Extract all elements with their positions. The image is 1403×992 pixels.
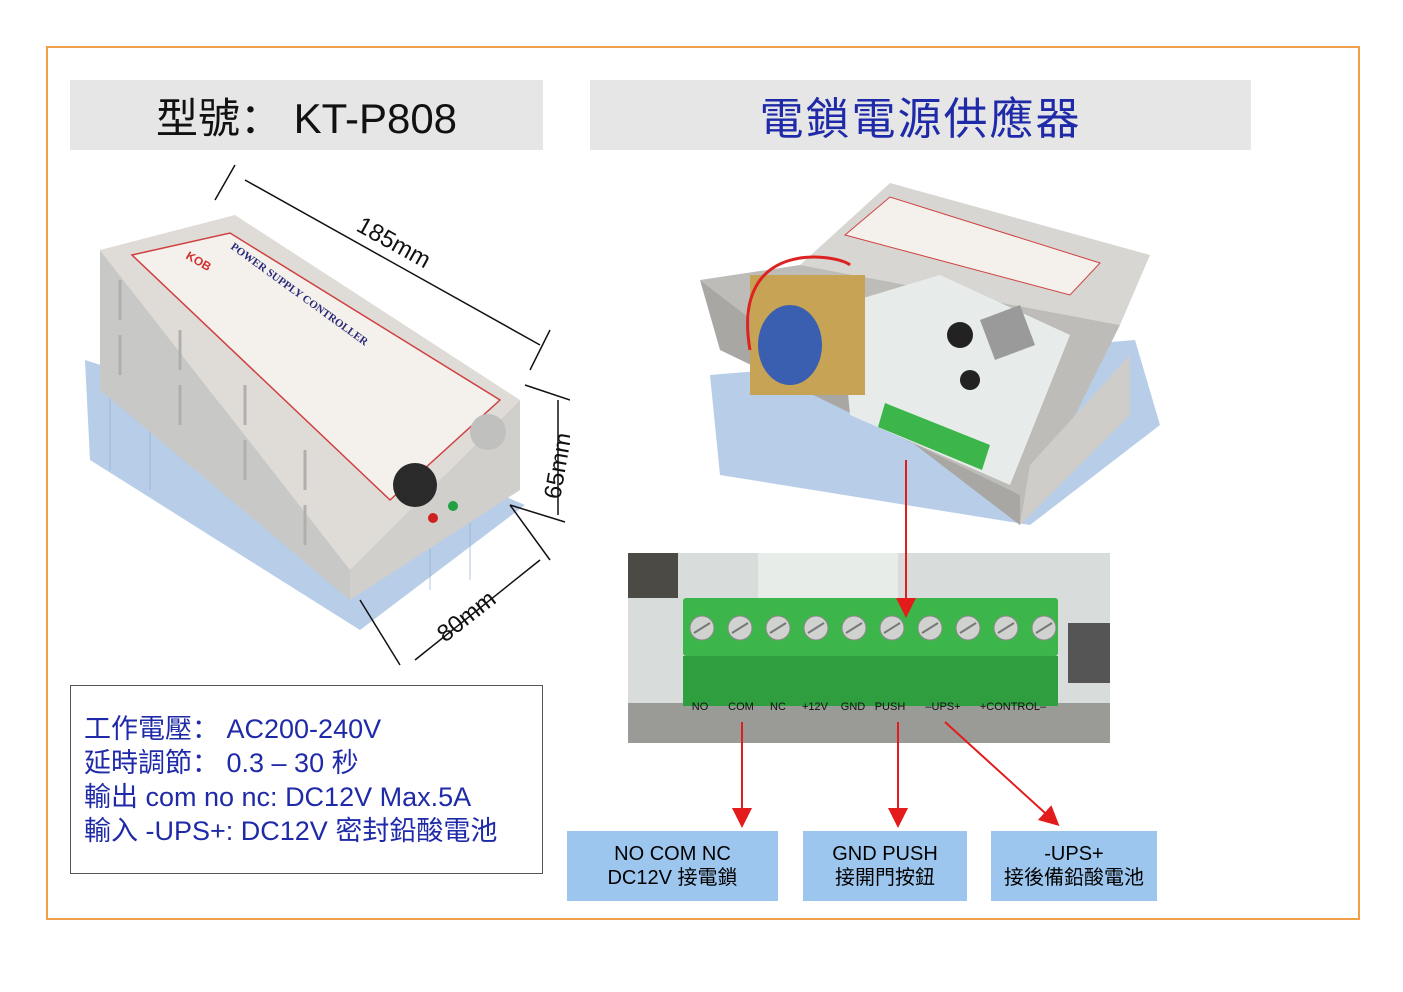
screw-slot (959, 622, 977, 634)
terminal-label: NO (692, 701, 709, 713)
terminal-label: NC (770, 701, 786, 713)
spec-output: 輸出 com no nc: DC12V Max.5A (84, 782, 472, 812)
dimension-height: 65mm (539, 431, 570, 501)
dimension-length: 185mm (352, 212, 435, 274)
spec-input: 輸入 -UPS+: DC12V 密封鉛酸電池 (84, 816, 498, 846)
product-title: 電鎖電源供應器 (590, 80, 1251, 150)
screw-slot (807, 622, 825, 634)
screw-slot (731, 622, 749, 634)
screw-slot (997, 622, 1015, 634)
terminal-label: +CONTROL– (980, 701, 1047, 713)
callout-push: GND PUSH 接開門按鈕 (803, 831, 967, 901)
callout-push-line2: 接開門按鈕 (835, 867, 935, 889)
callout-ups-line2: 接後備鉛酸電池 (1004, 867, 1144, 889)
enclosure-photo: POWER SUPPLY CONTROLLER KOB 185mm 65mm 8… (85, 164, 570, 666)
screw-slot (883, 622, 901, 634)
open-enclosure-photo (700, 183, 1160, 525)
screw-slot (845, 622, 863, 634)
callout-lock-line2: DC12V 接電鎖 (607, 867, 738, 889)
callout-lock-line1: NO COM NC (614, 843, 731, 865)
spec-delay: 延時調節： 0.3 – 30 秒 (84, 748, 359, 778)
terminal-label: GND (841, 701, 866, 713)
product-text: 電鎖電源供應器 (759, 95, 1082, 144)
terminal-closeup: NO COM NC +12V GND PUSH –UPS+ +CONTROL– (628, 553, 1110, 743)
terminal-label: PUSH (875, 701, 906, 713)
dimension-width: 80mm (432, 585, 501, 647)
model-title: 型號： KT-P808 (70, 80, 543, 150)
spec-voltage: 工作電壓： AC200-240V (84, 714, 382, 744)
terminal-block: NO COM NC +12V GND PUSH –UPS+ +CONTROL– (628, 553, 1110, 743)
spec-box: 工作電壓： AC200-240V 延時調節： 0.3 – 30 秒 輸出 com… (70, 685, 543, 874)
screw-slot (693, 622, 711, 634)
terminal-screws (689, 615, 1057, 641)
terminal-label: –UPS+ (925, 701, 960, 713)
terminal-label: +12V (802, 701, 829, 713)
callout-push-line1: GND PUSH (832, 843, 938, 865)
callout-ups: -UPS+ 接後備鉛酸電池 (991, 831, 1157, 901)
callout-ups-line1: -UPS+ (1044, 843, 1104, 865)
callout-lock: NO COM NC DC12V 接電鎖 (567, 831, 778, 901)
screw-slot (1035, 622, 1053, 634)
screw-slot (769, 622, 787, 634)
screw-slot (921, 622, 939, 634)
page-frame (46, 46, 1360, 920)
terminal-label: COM (728, 701, 754, 713)
model-text: 型號： KT-P808 (155, 94, 458, 142)
